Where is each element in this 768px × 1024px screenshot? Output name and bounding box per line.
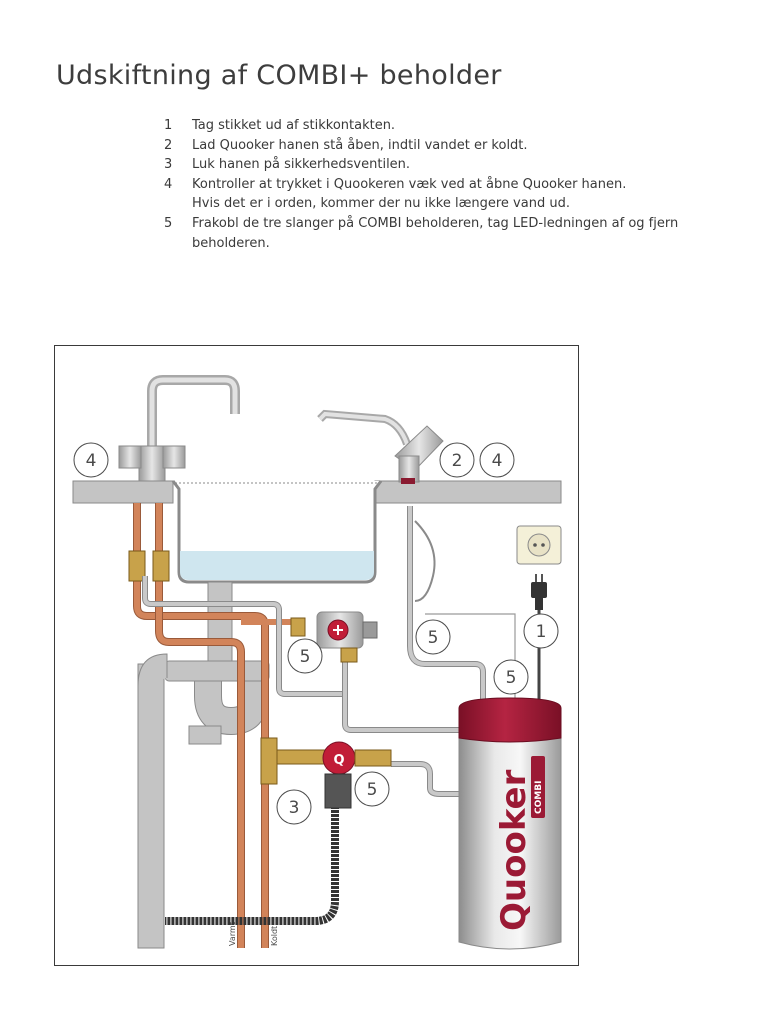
quooker-combi-tank: Quooker COMBI (458, 697, 562, 950)
step-text: Lad Quooker hanen stå åben, indtil vande… (192, 137, 528, 153)
step-text: Frakobl de tre slanger på COMBI beholder… (192, 215, 679, 251)
countertop (72, 480, 562, 504)
wall-socket (516, 525, 562, 565)
callout-number: 4 (492, 451, 503, 471)
step-text: Kontroller at trykket i Quookeren væk ve… (192, 176, 627, 212)
step-text: Tag stikket ud af stikkontakten. (192, 118, 396, 133)
step-item: 2 Lad Quooker hanen stå åben, indtil vand… (164, 136, 724, 156)
callout-number: 2 (452, 451, 463, 471)
callout-number: 4 (86, 451, 97, 471)
cold-pipe-label: Koldt (270, 926, 279, 946)
callout-3: 3 (276, 789, 312, 825)
step-number: 4 (164, 176, 173, 192)
callout-5: 5 (415, 619, 451, 655)
callout-number: 5 (300, 647, 311, 667)
callout-number: 1 (536, 622, 547, 642)
sink-basin (171, 480, 383, 584)
safety-valve: Q (260, 737, 392, 809)
step-item: 5 Frakobl de tre slanger på COMBI beholde… (164, 214, 724, 253)
step-text: Luk hanen på sikkerhedsventilen. (192, 157, 411, 173)
instruction-steps: 1 Tag stikket ud af stikkontakten. 2 Lad Q… (164, 116, 724, 253)
step-number: 1 (164, 118, 173, 133)
callout-number: 3 (289, 798, 300, 818)
mixer-faucet (118, 375, 240, 482)
callout-number: 5 (506, 668, 517, 688)
step-item: 3 Luk hanen på sikkerhedsventilen. (164, 155, 724, 175)
callout-number: 5 (367, 780, 378, 800)
callout-5: 5 (287, 638, 323, 674)
callout-number: 5 (428, 628, 439, 648)
warm-pipe-label: Varmt (228, 922, 237, 946)
page-title: Udskiftning af COMBI+ beholder (56, 60, 502, 91)
installation-diagram-svg: Varmt Koldt Q Quooker (72, 375, 562, 950)
quooker-tap (317, 409, 444, 484)
callout-4-right: 4 (479, 442, 515, 478)
callout-4-left: 4 (73, 442, 109, 478)
step-item: 4 Kontroller at trykket i Quookeren væk v… (164, 175, 724, 214)
tank-brand-text: Quooker (494, 769, 534, 931)
step-item: 1 Tag stikket ud af stikkontakten. (164, 116, 724, 136)
step-number: 2 (164, 137, 173, 153)
callout-1: 1 (523, 613, 559, 649)
step-number: 5 (164, 215, 173, 231)
supply-pipes: Varmt Koldt (128, 503, 293, 948)
callout-5: 5 (354, 771, 390, 807)
tank-model-text: COMBI (534, 781, 544, 814)
callout-2: 2 (439, 442, 475, 478)
callout-5: 5 (493, 659, 529, 695)
connection-hoses (142, 506, 516, 925)
installation-illustration: Varmt Koldt Q Quooker (54, 345, 579, 966)
step-number: 3 (164, 157, 173, 173)
cold-water-valve (290, 611, 378, 663)
svg-text:Q: Q (333, 753, 344, 768)
